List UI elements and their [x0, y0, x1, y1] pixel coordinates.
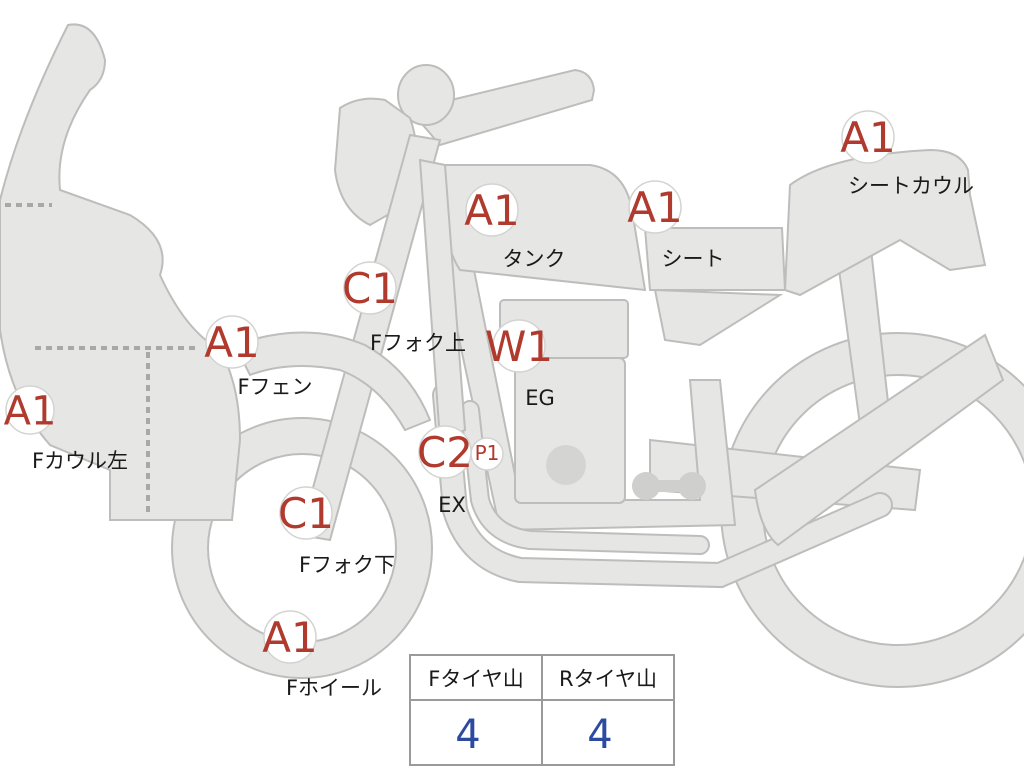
grade-badge	[628, 180, 682, 234]
tire-table-value-front: 4	[455, 712, 480, 758]
meter-shape	[397, 64, 455, 126]
handlebar-shape	[408, 68, 596, 147]
grade-code: C1	[342, 264, 398, 313]
part-label: Fホイール	[286, 676, 382, 700]
tire-table-header-front: Fタイヤ山	[428, 667, 523, 691]
grade-badge	[343, 261, 397, 315]
grade-code: A1	[204, 318, 259, 367]
part-label: タンク	[503, 247, 566, 271]
part-label: シート	[662, 247, 725, 271]
front-cowl-shape	[0, 23, 242, 521]
part-marker-seat: A1 シート	[627, 180, 725, 271]
grade-badge	[263, 610, 317, 664]
front-fender-shape	[233, 331, 432, 432]
part-label: Fフェン	[237, 375, 312, 399]
extra-grade-code: P1	[475, 441, 500, 465]
muffler-shape	[753, 333, 1005, 547]
grade-badge	[465, 183, 519, 237]
grade-badge	[279, 486, 333, 540]
seat-lower-shape	[653, 288, 784, 347]
part-marker-seat-cowl: A1 シートカウル	[840, 110, 974, 198]
grade-code: W1	[485, 322, 553, 371]
part-label: Fフォク下	[299, 553, 395, 577]
tire-table: Fタイヤ山 Rタイヤ山 4 4	[409, 654, 675, 766]
grade-code: C2	[417, 428, 473, 477]
part-label: シートカウル	[848, 174, 974, 198]
front-fork-shape	[298, 133, 442, 542]
part-marker-tank: A1 タンク	[464, 183, 566, 271]
grade-markers: A1Fカウル左A1FフェンC1Fフォク上C1Fフォク下A1FホイールA1タンクW…	[4, 110, 974, 700]
front-fork-rear-shape	[418, 158, 467, 442]
rear-wheel	[720, 332, 1024, 688]
frame-lower-shape	[438, 249, 737, 532]
grade-code: A1	[464, 186, 519, 235]
part-label: Fカウル左	[32, 449, 128, 473]
engine-shape	[499, 299, 706, 504]
grade-badge	[492, 319, 546, 373]
part-label: EG	[525, 386, 555, 410]
seat-cowl-shape	[783, 148, 987, 297]
grade-badge	[205, 315, 259, 369]
grade-code: C1	[278, 489, 334, 538]
grade-code: A1	[262, 613, 317, 662]
exhaust-shape-inner	[434, 384, 891, 587]
exhaust-pipe-2-inner	[462, 402, 708, 553]
grade-code: A1	[4, 388, 57, 434]
tire-table-value-rear: 4	[587, 712, 612, 758]
tire-table-header-rear: Rタイヤ山	[559, 667, 657, 691]
part-label: EX	[438, 493, 466, 517]
grade-code: A1	[840, 113, 895, 162]
extra-grade-badge	[470, 437, 504, 471]
part-label: Fフォク上	[370, 331, 466, 355]
grade-code: A1	[627, 183, 682, 232]
grade-badge	[5, 385, 55, 435]
grade-badge	[841, 110, 895, 164]
